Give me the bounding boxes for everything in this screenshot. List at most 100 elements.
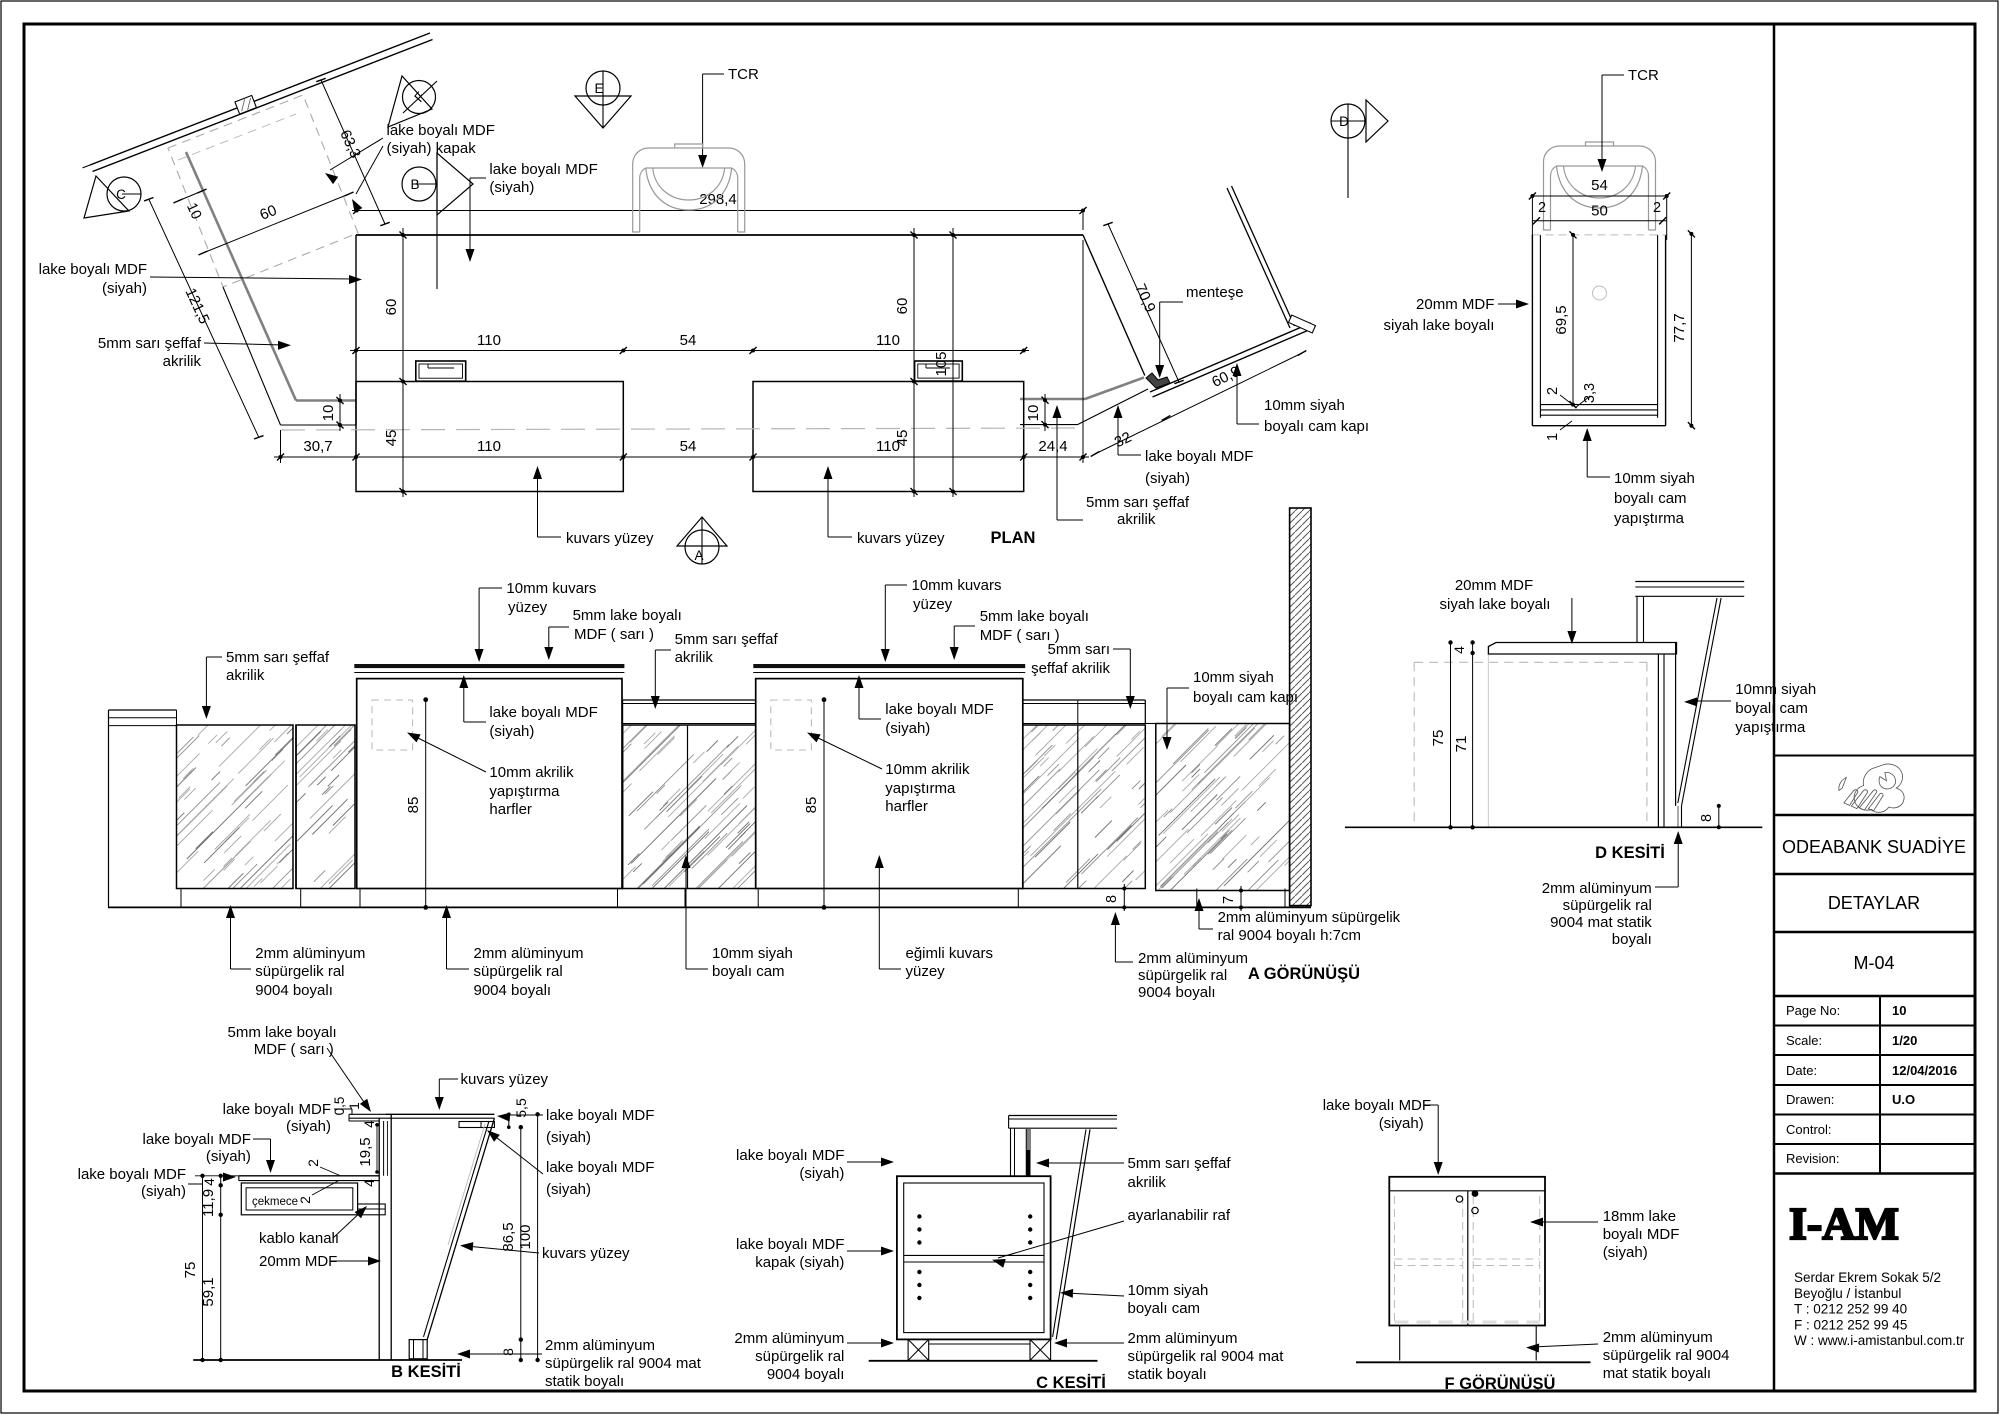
svg-text:süpürgelik ral: süpürgelik ral [1563,897,1652,914]
svg-text:boyalı cam: boyalı cam [712,963,785,980]
svg-text:4: 4 [362,1120,377,1128]
svg-text:50: 50 [1591,203,1608,220]
svg-text:harfler: harfler [489,801,532,818]
svg-text:ral 9004 boyalı h:7cm: ral 9004 boyalı h:7cm [1218,927,1361,944]
svg-text:4: 4 [1451,646,1467,654]
svg-text:(siyah): (siyah) [489,179,534,196]
svg-text:75: 75 [1430,730,1447,747]
svg-text:C: C [116,187,126,202]
svg-text:statik boyalı: statik boyalı [545,1373,624,1390]
svg-text:5mm sarı şeffaf: 5mm sarı şeffaf [98,335,202,352]
svg-text:59,1: 59,1 [200,1277,217,1306]
svg-text:110: 110 [876,332,900,349]
svg-text:lake boyalı MDF: lake boyalı MDF [1145,448,1253,465]
svg-text:süpürgelik ral: süpürgelik ral [755,1348,844,1365]
svg-text:2mm alüminyum: 2mm alüminyum [474,945,584,962]
svg-text:şeffaf akrilik: şeffaf akrilik [1031,660,1110,677]
svg-text:D KESİTİ: D KESİTİ [1595,844,1665,862]
svg-text:54: 54 [1591,177,1608,194]
svg-text:PLAN: PLAN [991,529,1036,547]
svg-text:5mm sarı şeffaf: 5mm sarı şeffaf [1086,494,1190,511]
svg-text:(siyah): (siyah) [1379,1115,1424,1132]
svg-text:T : 0212 252 99 40: T : 0212 252 99 40 [1794,1302,1907,1317]
svg-text:2mm alüminyum: 2mm alüminyum [255,945,365,962]
svg-text:A: A [694,548,703,563]
svg-text:kuvars yüzey: kuvars yüzey [857,530,945,547]
svg-text:(siyah): (siyah) [1603,1244,1648,1261]
svg-text:Date:: Date: [1786,1063,1817,1078]
svg-text:boyalı cam kapı: boyalı cam kapı [1264,418,1369,435]
svg-text:yapıştırma: yapıştırma [1735,719,1806,736]
svg-text:2mm alüminyum: 2mm alüminyum [1603,1329,1713,1346]
svg-text:(siyah): (siyah) [799,1165,844,1182]
svg-text:akrilik: akrilik [163,353,202,370]
svg-text:yüzey: yüzey [906,963,946,980]
svg-text:boyalı cam kapı: boyalı cam kapı [1193,689,1298,706]
svg-text:2: 2 [1545,387,1561,395]
svg-text:10mm siyah: 10mm siyah [712,945,793,962]
svg-text:(siyah): (siyah) [1145,470,1190,487]
svg-text:boyalı: boyalı [1612,931,1652,948]
svg-text:0,5: 0,5 [332,1097,347,1116]
svg-text:2mm alüminyum: 2mm alüminyum [1128,1330,1238,1347]
svg-text:1: 1 [347,1102,362,1110]
svg-text:lake boyalı MDF: lake boyalı MDF [489,704,597,721]
svg-text:2: 2 [305,1159,321,1167]
svg-text:Page No:: Page No: [1786,1003,1840,1018]
svg-text:10mm siyah: 10mm siyah [1264,397,1345,414]
svg-text:eğimli kuvars: eğimli kuvars [906,945,994,962]
svg-text:boyalı cam: boyalı cam [1128,1300,1201,1317]
svg-text:boyalı cam: boyalı cam [1614,490,1687,507]
svg-text:W : www.i-amistanbul.com.tr: W : www.i-amistanbul.com.tr [1794,1333,1965,1348]
svg-text:ayarlanabilir raf: ayarlanabilir raf [1128,1207,1231,1224]
svg-text:TCR: TCR [728,66,759,83]
svg-text:B KESİTİ: B KESİTİ [391,1363,461,1381]
svg-text:statik boyalı: statik boyalı [1128,1366,1207,1383]
svg-text:MDF ( sarı ): MDF ( sarı ) [574,626,654,643]
svg-text:Scale:: Scale: [1786,1033,1822,1048]
svg-text:E: E [594,81,603,96]
svg-text:10: 10 [183,201,204,222]
svg-text:10mm siyah: 10mm siyah [1193,669,1274,686]
svg-text:5mm sarı şeffaf: 5mm sarı şeffaf [675,631,779,648]
svg-text:(siyah): (siyah) [546,1129,591,1146]
svg-text:süpürgelik ral: süpürgelik ral [255,963,344,980]
svg-text:60: 60 [257,202,279,224]
svg-text:77,7: 77,7 [1671,313,1688,342]
svg-text:menteşe: menteşe [1186,284,1244,301]
svg-text:10: 10 [320,405,337,422]
svg-text:(siyah): (siyah) [141,1183,186,1200]
svg-text:85: 85 [803,797,820,814]
svg-text:(siyah): (siyah) [206,1148,251,1165]
svg-text:9004 boyalı: 9004 boyalı [474,982,552,999]
svg-text:mat statik boyalı: mat statik boyalı [1603,1365,1711,1382]
svg-text:süpürgelik ral 9004: süpürgelik ral 9004 [1603,1347,1730,1364]
svg-text:kuvars yüzey: kuvars yüzey [542,1245,630,1262]
svg-text:1: 1 [1545,433,1561,441]
svg-text:MDF ( sarı ): MDF ( sarı ) [254,1041,334,1058]
svg-text:lake boyalı MDF: lake boyalı MDF [489,161,597,178]
svg-text:(siyah): (siyah) [546,1181,591,1198]
svg-text:lake boyalı MDF: lake boyalı MDF [885,701,993,718]
svg-text:5mm sarı şeffaf: 5mm sarı şeffaf [1128,1155,1232,1172]
svg-text:lake boyalı MDF: lake boyalı MDF [546,1107,654,1124]
svg-text:9004 boyalı: 9004 boyalı [767,1366,845,1383]
svg-text:69,5: 69,5 [1553,305,1570,334]
svg-text:32: 32 [1112,429,1134,452]
svg-text:75: 75 [182,1262,199,1279]
svg-text:süpürgelik ral: süpürgelik ral [474,963,563,980]
svg-text:lake boyalı MDF: lake boyalı MDF [143,1131,251,1148]
svg-text:yüzey: yüzey [508,599,548,616]
svg-text:yapıştırma: yapıştırma [489,783,560,800]
svg-text:süpürgelik ral 9004 mat: süpürgelik ral 9004 mat [1128,1348,1285,1365]
svg-text:5mm sarı şeffaf: 5mm sarı şeffaf [226,649,330,666]
svg-text:5,5: 5,5 [513,1098,529,1118]
svg-text:F : 0212 252 99 45: F : 0212 252 99 45 [1794,1317,1907,1332]
svg-text:C KESİTİ: C KESİTİ [1036,1374,1106,1392]
svg-text:2: 2 [297,1196,313,1204]
svg-text:71: 71 [1453,736,1470,753]
svg-text:2: 2 [1538,200,1546,216]
svg-text:akrilik: akrilik [1128,1174,1167,1191]
svg-text:akrilik: akrilik [226,667,265,684]
svg-text:19,5: 19,5 [357,1137,374,1166]
